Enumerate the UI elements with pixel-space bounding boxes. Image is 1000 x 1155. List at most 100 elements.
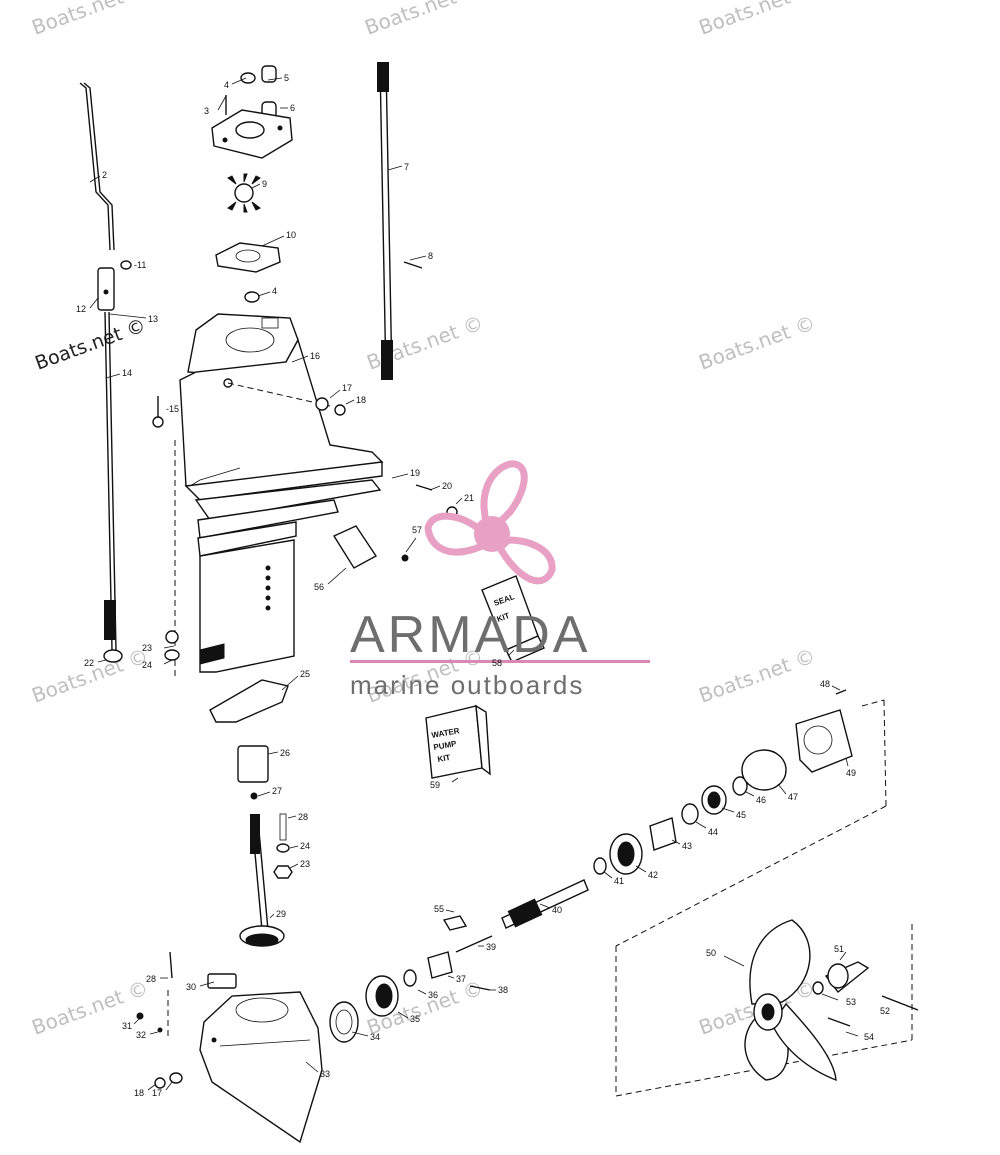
part-label: 53	[846, 997, 856, 1007]
part-label: 32	[136, 1030, 146, 1040]
part-label: 27	[272, 786, 282, 796]
watermark: Boats.net ©	[696, 643, 819, 707]
brand-tagline: marine outboards	[350, 670, 584, 700]
part-label: 42	[648, 870, 658, 880]
watermark: Boats.net ©	[29, 975, 152, 1039]
part-label: 41	[614, 876, 624, 886]
part-label: 39	[486, 942, 496, 952]
shift-rod-assembly	[79, 82, 132, 663]
watermark: Boats.net ©	[696, 310, 819, 374]
part-label: 52	[880, 1006, 890, 1016]
part-label: 57	[412, 525, 422, 535]
part-label: 47	[788, 792, 798, 802]
driveshaft	[377, 62, 423, 381]
part-label: 58	[492, 658, 502, 668]
part-label: 3	[204, 106, 209, 116]
part-label: 35	[410, 1014, 420, 1024]
part-label: 54	[864, 1032, 874, 1042]
propeller-assembly	[615, 919, 919, 1097]
watermark: Boats.net ©	[29, 643, 152, 707]
part-label: 23	[142, 643, 152, 653]
part-label: 24	[300, 841, 310, 851]
part-label: 51	[834, 944, 844, 954]
seal-kit-line-2: KIT	[496, 611, 511, 624]
watermark: Boats.net ©	[29, 0, 152, 40]
part-label: 37	[456, 974, 466, 984]
part-label: 7	[404, 162, 409, 172]
part-label: 17	[152, 1088, 162, 1098]
part-label: 20	[442, 481, 452, 491]
part-label: 48	[820, 679, 830, 689]
part-label: 16	[310, 351, 320, 361]
water-pump-kit-box: WATER PUMP KIT	[425, 704, 491, 779]
part-label: 46	[756, 795, 766, 805]
water-pump-assembly	[211, 65, 293, 303]
lower-driveshaft-assembly	[237, 745, 293, 947]
part-label: 13	[148, 314, 158, 324]
part-label: 28	[146, 974, 156, 984]
cover-plate-56	[332, 525, 378, 569]
wear-plate	[215, 242, 281, 273]
part-label: 55	[434, 904, 444, 914]
brand-name: ARMADA	[350, 606, 590, 664]
part-label: 18	[356, 395, 366, 405]
part-label: -11	[134, 260, 146, 270]
part-label: 25	[300, 669, 310, 679]
part-label: 2	[102, 170, 107, 180]
part-label: 44	[708, 827, 718, 837]
part-label: 10	[286, 230, 296, 240]
part-label: 9	[262, 179, 267, 189]
part-label: 40	[552, 905, 562, 915]
part-label: 24	[142, 660, 152, 670]
part-label: 21	[464, 493, 474, 503]
brand-underline	[350, 660, 650, 663]
part-label: 31	[122, 1021, 132, 1031]
part-label: 4	[272, 286, 277, 296]
part-label: -15	[166, 404, 179, 414]
watermark-layer: Boats.net © Boats.net © Boats.net © Boat…	[29, 0, 819, 1040]
part-label: 12	[76, 304, 86, 314]
watermark: Boats.net ©	[696, 0, 819, 40]
part-label: 33	[320, 1069, 330, 1079]
watermark: Boats.net ©	[362, 0, 485, 40]
part-label: 29	[276, 909, 286, 919]
gearcase-housing	[174, 313, 384, 678]
part-label: 50	[706, 948, 716, 958]
grommet-22	[103, 649, 123, 663]
part-label: 43	[682, 841, 692, 851]
housing-hardware	[152, 396, 458, 723]
part-label: 18	[134, 1088, 144, 1098]
part-label: 36	[428, 990, 438, 1000]
part-label: 8	[428, 251, 433, 261]
propshaft-gear-train	[329, 689, 887, 1043]
part-label: 17	[342, 383, 352, 393]
part-label: 6	[290, 103, 295, 113]
water-pump-kit-line-2: PUMP	[433, 739, 458, 752]
part-label: 14	[122, 368, 132, 378]
part-label: 49	[846, 768, 856, 778]
water-pump-kit-line-3: KIT	[437, 753, 451, 764]
leader-lines	[89, 77, 859, 1091]
part-label: 5	[284, 73, 289, 83]
part-label: 34	[370, 1032, 380, 1042]
bearing-carrier-49	[795, 709, 853, 773]
part-label: 19	[410, 468, 420, 478]
part-label: 4	[224, 80, 229, 90]
impeller	[227, 173, 261, 213]
seal-kit-box: SEAL KIT	[481, 575, 545, 663]
part-labels: 2 3 4 5 6 7 8 9 10 -11 4 12 13 14 -15 16…	[76, 73, 890, 1098]
propeller-logo-icon	[424, 460, 556, 585]
part-label: 23	[300, 859, 310, 869]
gasket-25	[209, 679, 289, 723]
part-label: 22	[84, 658, 94, 668]
part-label: 56	[314, 582, 324, 592]
part-label: 59	[430, 780, 440, 790]
armada-logo: ARMADA marine outboards	[350, 460, 650, 700]
watermark: Boats.net ©	[32, 314, 148, 374]
part-label: 38	[498, 985, 508, 995]
part-label: 26	[280, 748, 290, 758]
part-label: 28	[298, 812, 308, 822]
part-label: 30	[186, 982, 196, 992]
part-label: 45	[736, 810, 746, 820]
